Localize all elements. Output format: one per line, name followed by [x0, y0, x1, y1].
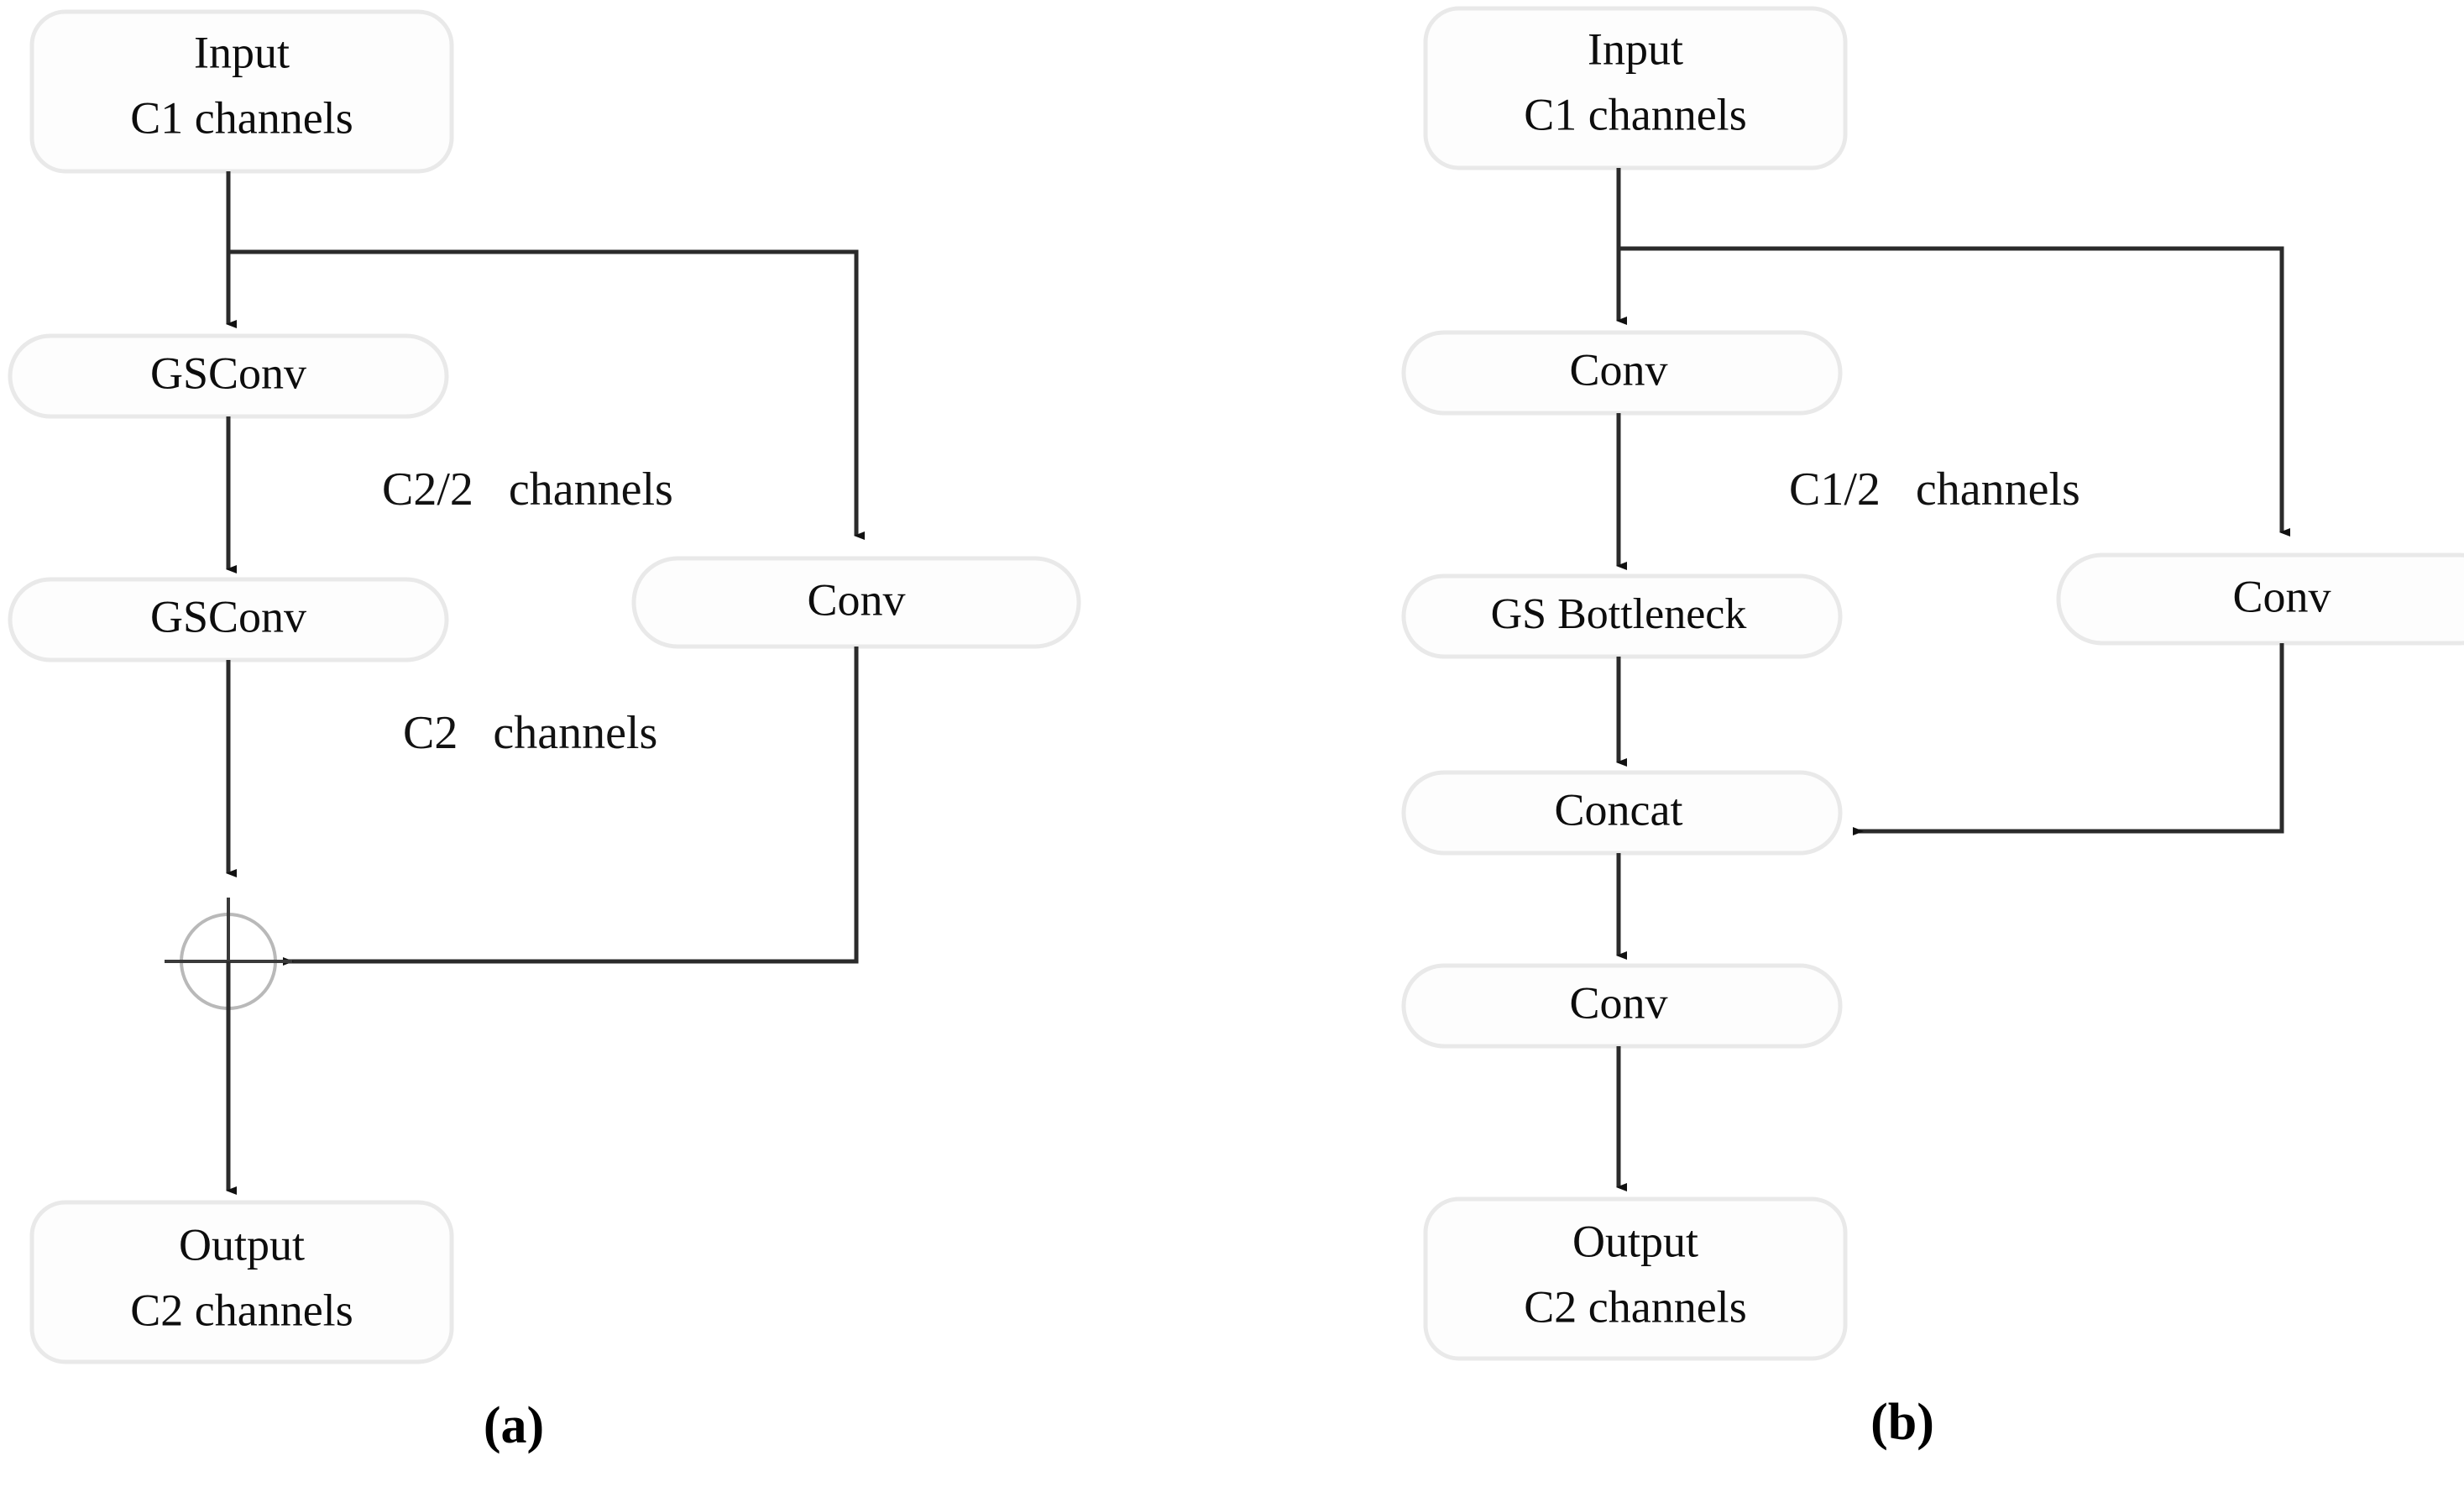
node-output-b-box	[1423, 1196, 1848, 1361]
edge-label-c2-a: C2 channels	[403, 707, 657, 759]
node-gs-bottleneck-b[interactable]: GS Bottleneck	[1401, 573, 1843, 659]
node-conv1-b-label: Conv	[1569, 344, 1667, 395]
node-output-b-line2: C2 channels	[1524, 1281, 1746, 1332]
node-conv-branch-b[interactable]: Conv	[2056, 552, 2464, 646]
node-conv-a-label: Conv	[807, 574, 905, 625]
node-input-a[interactable]: Input C1 channels	[29, 9, 454, 174]
edge-label-c2-half-a: C2/2 channels	[382, 463, 673, 516]
panel-a: Input C1 channels GSConv C2/2 channels G…	[8, 9, 1081, 1454]
panel-b-caption: (b)	[1870, 1394, 1934, 1451]
node-input-b[interactable]: Input C1 channels	[1423, 6, 1848, 170]
node-gsconv1-a[interactable]: GSConv	[8, 333, 449, 419]
panel-a-caption: (a)	[484, 1397, 544, 1454]
node-conv2-b-label: Conv	[1569, 977, 1667, 1028]
node-conv-a[interactable]: Conv	[631, 556, 1081, 649]
edge-label-c1-half-b: C1/2 channels	[1789, 463, 2080, 516]
edge-conv-to-sum-a	[283, 647, 859, 966]
node-input-a-line1: Input	[194, 27, 290, 77]
node-conv2-b-box	[1401, 963, 1843, 1049]
node-gsconv2-a[interactable]: GSConv	[8, 577, 449, 662]
edge-input-to-conv-branch-b	[1619, 246, 2290, 537]
node-conv2-b[interactable]: Conv	[1401, 963, 1843, 1049]
node-output-a[interactable]: Output C2 channels	[29, 1200, 454, 1364]
node-input-a-line2: C1 channels	[130, 92, 353, 143]
node-conv1-b[interactable]: Conv	[1401, 330, 1843, 416]
node-gs-bottleneck-b-box	[1401, 573, 1843, 659]
edge-input-to-conv-a	[228, 249, 865, 540]
node-input-b-line1: Input	[1588, 24, 1683, 74]
node-conv-branch-b-label: Conv	[2232, 571, 2331, 621]
node-gsconv1-a-label: GSConv	[150, 348, 306, 398]
panel-b: Input C1 channels Conv C1/2 channels GS …	[1401, 6, 2464, 1451]
node-concat-b-box	[1401, 770, 1843, 856]
node-concat-b-label: Concat	[1555, 784, 1683, 835]
node-input-a-box	[29, 9, 454, 174]
node-output-b[interactable]: Output C2 channels	[1423, 1196, 1848, 1361]
edge-conv-branch-to-concat-b	[1853, 643, 2284, 835]
node-gsconv2-a-label: GSConv	[150, 591, 306, 641]
node-input-b-box	[1423, 6, 1848, 170]
node-concat-b[interactable]: Concat	[1401, 770, 1843, 856]
node-output-a-line2: C2 channels	[130, 1285, 353, 1335]
node-input-b-line2: C1 channels	[1524, 89, 1746, 139]
node-output-b-line1: Output	[1572, 1216, 1698, 1266]
node-gs-bottleneck-b-label: GS Bottleneck	[1491, 590, 1747, 638]
node-output-a-line1: Output	[179, 1219, 305, 1270]
node-conv1-b-box	[1401, 330, 1843, 416]
node-output-a-box	[29, 1200, 454, 1364]
